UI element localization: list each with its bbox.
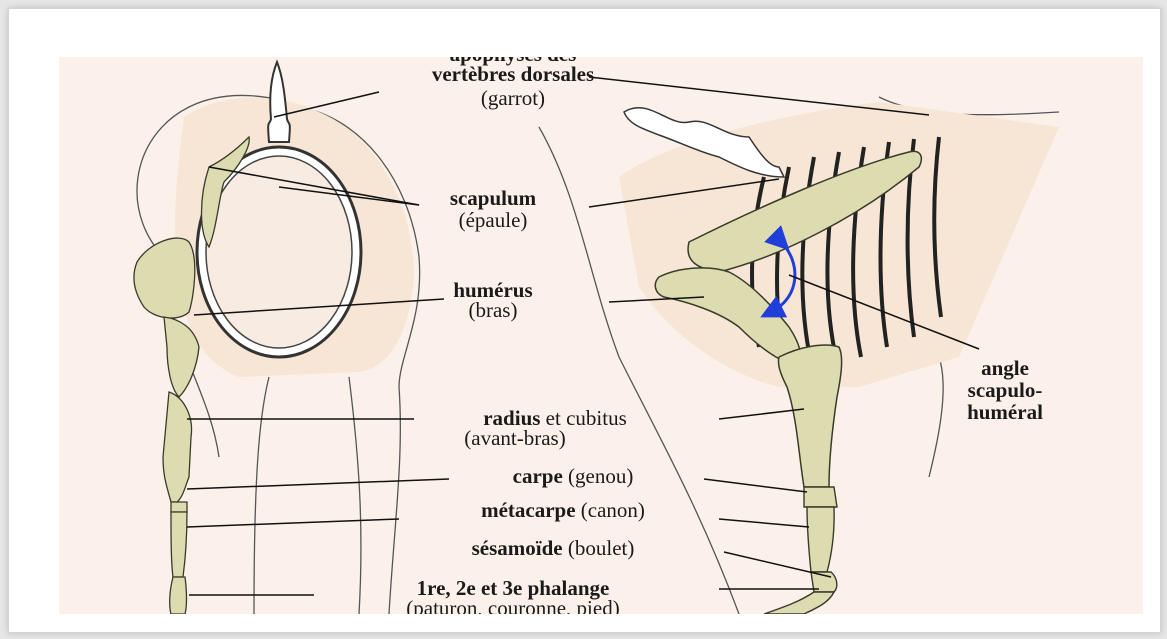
label-scapulo: scapulo- (935, 379, 1075, 401)
horse-forelimb-diagram: apophyses des vertèbres dorsales (garrot… (59, 57, 1143, 614)
label-avant-bras: (avant-bras) (415, 427, 615, 449)
label-angle: angle (935, 357, 1075, 379)
radius-side (778, 345, 841, 487)
label-carpe: carpe (513, 464, 563, 488)
label-vertebres-dorsales: vertèbres dorsales (353, 63, 673, 85)
label-phalanges-sub: (paturon, couronne, pied) (273, 597, 753, 614)
label-canon: (canon) (576, 498, 645, 522)
label-epaule: (épaule) (413, 209, 573, 231)
label-sesamoide: sésamoïde (472, 536, 563, 560)
label-boulet: (boulet) (563, 536, 635, 560)
anatomy-drawing (59, 57, 1143, 614)
label-humeral: huméral (935, 401, 1075, 423)
label-sesamoide-boulet: sésamoïde (boulet) (373, 537, 733, 559)
label-bras: (bras) (433, 299, 553, 321)
label-metacarpe: métacarpe (481, 498, 575, 522)
label-scapulum: scapulum (413, 187, 573, 209)
lower-leg-side (764, 487, 837, 614)
label-metacarpe-canon: métacarpe (canon) (393, 499, 733, 521)
image-frame: apophyses des vertèbres dorsales (garrot… (8, 8, 1161, 633)
label-garrot: (garrot) (453, 87, 573, 109)
label-carpe-genou: carpe (genou) (433, 465, 713, 487)
label-genou: (genou) (563, 464, 634, 488)
